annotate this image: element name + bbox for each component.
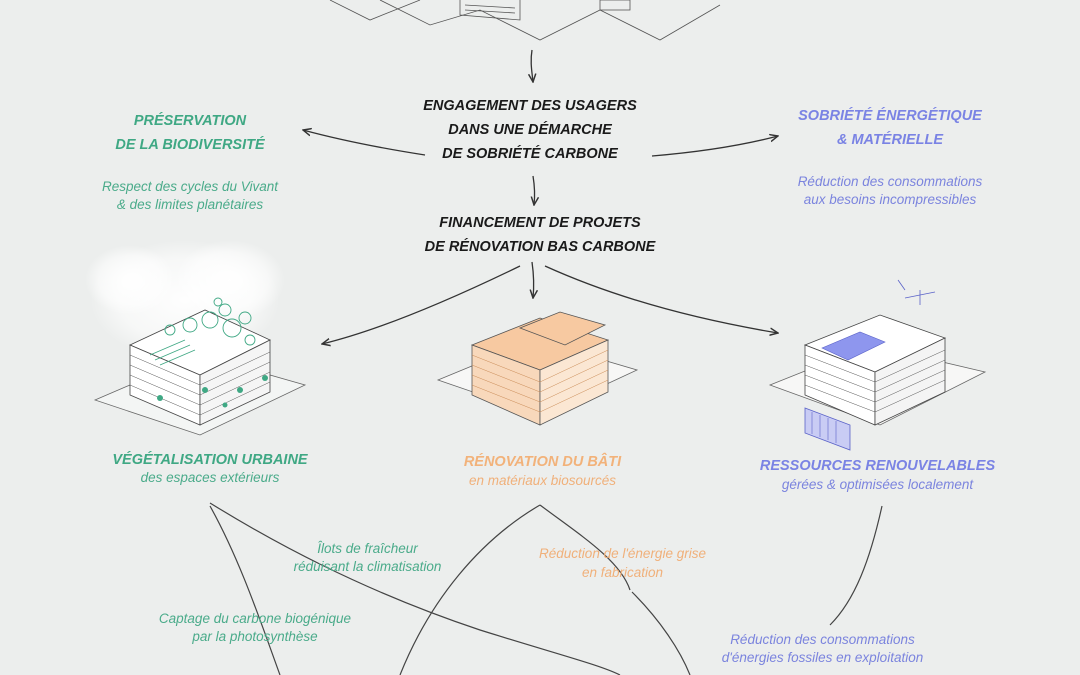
financement-text: FINANCEMENT DE PROJETS DE RÉNOVATION BAS… <box>400 211 680 259</box>
ressources-subtitle: gérées & optimisées localement <box>781 477 974 492</box>
effect-captage: Captage du carbone biogénique par la pho… <box>140 610 370 646</box>
preservation-subtitle: Respect des cycles du Vivant & des limit… <box>75 178 305 214</box>
curve-energie-grise <box>631 591 691 675</box>
curve-renov-right <box>539 504 631 591</box>
blue-building-illustration <box>768 279 987 451</box>
financement-line-1: FINANCEMENT DE PROJETS <box>439 215 641 231</box>
effect-energie-grise-line-2: en fabrication <box>581 565 664 580</box>
sobriete-subtitle: Réduction des consommations aux besoins … <box>775 173 1005 209</box>
arrow-engagement-to-financement <box>533 175 535 205</box>
vegetalisation-subtitle: des espaces extérieurs <box>140 470 280 485</box>
engagement-text: ENGAGEMENT DES USAGERS DANS UNE DÉMARCHE… <box>400 94 660 166</box>
top-building-illustration <box>329 0 721 41</box>
arrow-top-to-engagement <box>531 49 533 82</box>
sobriete-title-line-1: SOBRIÉTÉ ÉNERGÉTIQUE <box>798 108 982 124</box>
renovation-subtitle: en matériaux biosourcés <box>468 473 617 488</box>
sobriete-subtitle-line-2: aux besoins incompressibles <box>803 192 977 207</box>
effect-fossiles: Réduction des consommations d'énergies f… <box>700 631 945 667</box>
arrow-financement-to-ressources <box>544 265 778 333</box>
effect-ilots-line-1: Îlots de fraîcheur <box>317 541 418 556</box>
curve-ressources <box>829 505 883 626</box>
engagement-line-2: DANS UNE DÉMARCHE <box>448 122 612 138</box>
effect-captage-line-1: Captage du carbone biogénique <box>158 611 352 626</box>
preservation-title-line-2: DE LA BIODIVERSITÉ <box>115 137 265 153</box>
sobriete-title: SOBRIÉTÉ ÉNERGÉTIQUE & MATÉRIELLE <box>780 104 1000 152</box>
effect-energie-grise: Réduction de l'énergie grise en fabricat… <box>515 544 730 582</box>
curve-renov-left <box>399 504 541 675</box>
effect-ilots-line-2: réduisant la climatisation <box>293 559 442 574</box>
engagement-line-3: DE SOBRIÉTÉ CARBONE <box>442 146 618 162</box>
arrow-engagement-to-preservation <box>303 130 426 156</box>
renovation-title: RÉNOVATION DU BÂTI <box>463 454 622 470</box>
sobriete-title-line-2: & MATÉRIELLE <box>836 132 944 148</box>
effect-energie-grise-line-1: Réduction de l'énergie grise <box>539 546 706 561</box>
effect-fossiles-line-2: d'énergies fossiles en exploitation <box>721 650 924 665</box>
curve-veg-to-captage <box>209 505 281 675</box>
arrow-financement-to-renovation <box>532 261 534 298</box>
vegetalisation-title: VÉGÉTALISATION URBAINE <box>112 452 308 468</box>
effect-captage-line-2: par la photosynthèse <box>192 629 318 644</box>
curve-veg-to-ilots <box>209 502 621 675</box>
preservation-subtitle-line-2: & des limites planétaires <box>116 197 264 212</box>
flow-arrows <box>303 49 778 344</box>
financement-line-2: DE RÉNOVATION BAS CARBONE <box>424 239 656 255</box>
preservation-title-line-1: PRÉSERVATION <box>133 113 247 129</box>
effect-curves <box>209 502 883 675</box>
engagement-line-1: ENGAGEMENT DES USAGERS <box>423 98 637 114</box>
effect-ilots: Îlots de fraîcheur réduisant la climatis… <box>275 540 460 576</box>
preservation-title: PRÉSERVATION DE LA BIODIVERSITÉ <box>90 109 290 157</box>
arrow-financement-to-vegetalisation <box>322 265 521 344</box>
green-building-illustration <box>85 240 307 436</box>
arrow-engagement-to-sobriete <box>651 136 778 157</box>
orange-building-illustration <box>436 311 639 426</box>
preservation-subtitle-line-1: Respect des cycles du Vivant <box>101 179 279 194</box>
sobriete-subtitle-line-1: Réduction des consommations <box>797 174 983 189</box>
effect-fossiles-line-1: Réduction des consommations <box>730 632 915 647</box>
ressources-title: RESSOURCES RENOUVELABLES <box>759 458 996 474</box>
